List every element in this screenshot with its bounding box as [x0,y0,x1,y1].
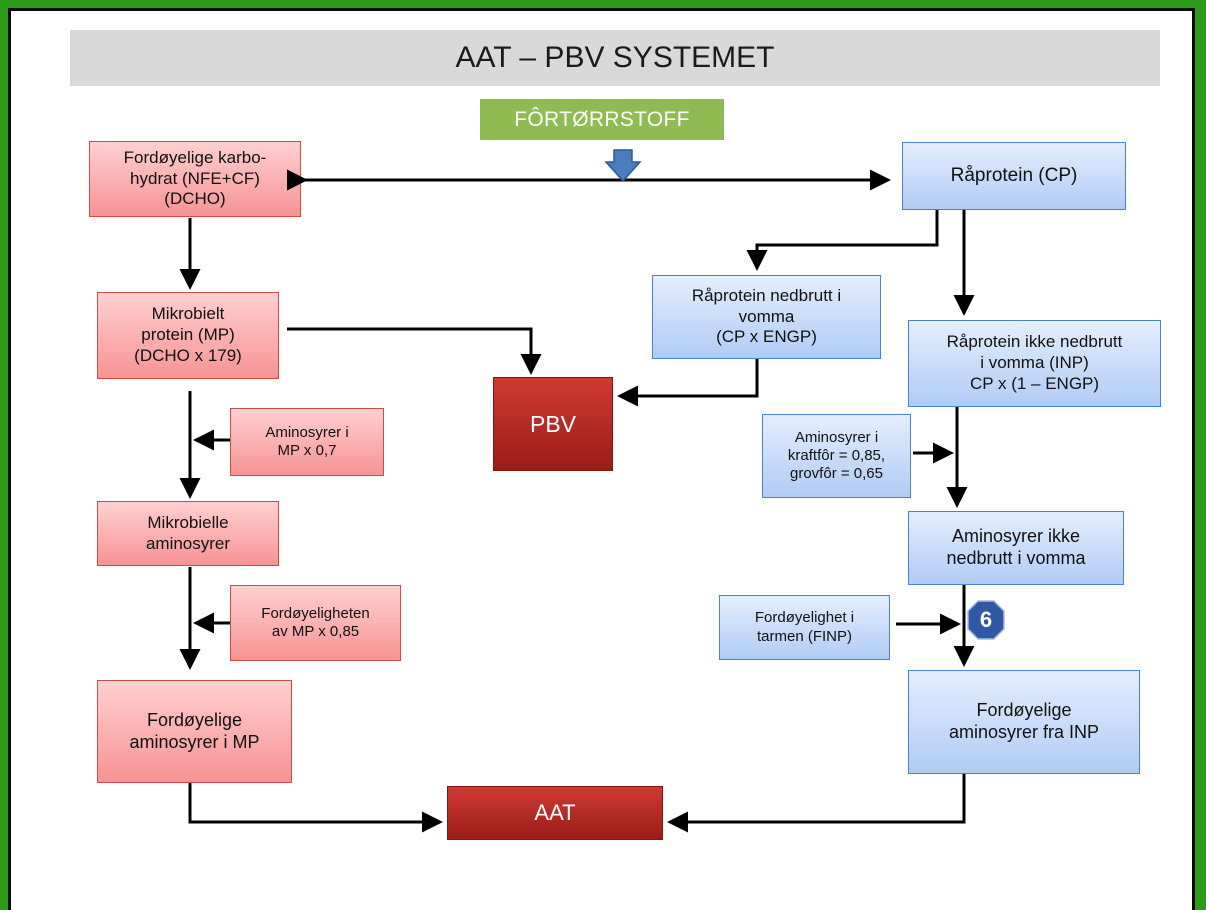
digestibility-of-mp-box: Fordøyeligheten av MP x 0,85 [230,585,401,661]
page-title: AAT – PBV SYSTEMET [70,30,1160,86]
amino-acids-in-mp-box: Aminosyrer i MP x 0,7 [230,408,384,476]
aat-box: AAT [447,786,663,840]
amino-acids-feed-box: Aminosyrer i kraftfôr = 0,85, grovfôr = … [762,414,911,498]
crude-protein-box: Råprotein (CP) [902,142,1126,210]
digestible-amino-acids-mp-box: Fordøyelige aminosyrer i MP [97,680,292,783]
crude-protein-degraded-box: Råprotein nedbrutt i vomma (CP x ENGP) [652,275,881,359]
intestinal-digestibility-box: Fordøyelighet i tarmen (FINP) [719,595,890,660]
amino-acids-not-degraded-box: Aminosyrer ikke nedbrutt i vomma [908,511,1124,585]
step-six-badge-icon [967,600,1005,640]
pbv-box: PBV [493,377,613,471]
microbial-protein-box: Mikrobielt protein (MP) (DCHO x 179) [97,292,279,379]
feed-dry-matter-box: FÔRTØRRSTOFF [480,99,724,140]
digestible-carbohydrates-box: Fordøyelige karbo- hydrat (NFE+CF) (DCHO… [89,141,301,217]
microbial-amino-acids-box: Mikrobielle aminosyrer [97,501,279,566]
crude-protein-not-degraded-box: Råprotein ikke nedbrutt i vomma (INP) CP… [908,320,1161,407]
digestible-amino-acids-inp-box: Fordøyelige aminosyrer fra INP [908,670,1140,774]
step-number: 6 [979,607,993,632]
